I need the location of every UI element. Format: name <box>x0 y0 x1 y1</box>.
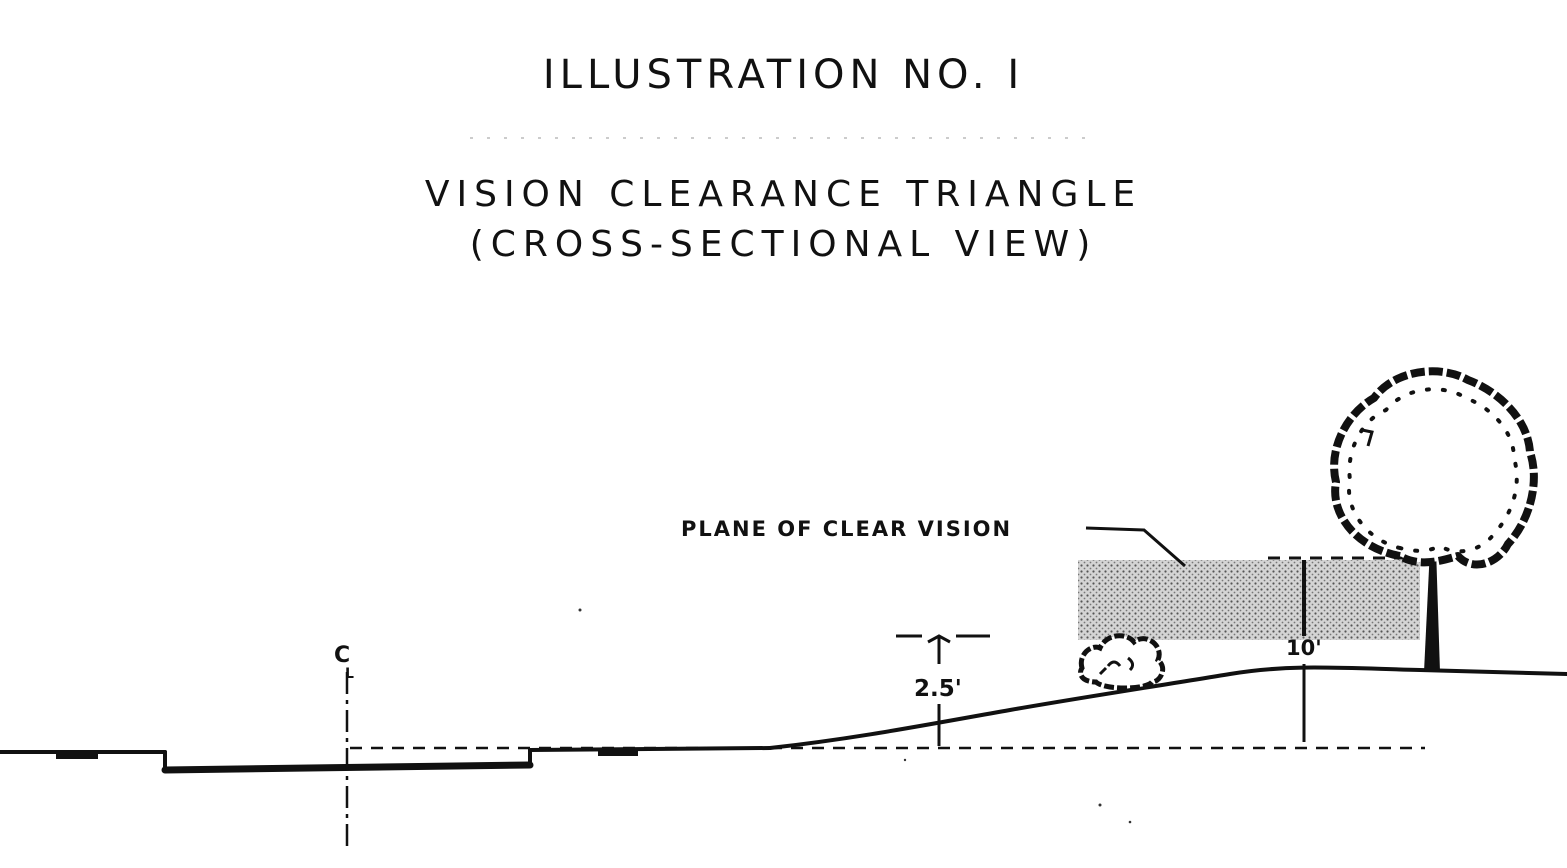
low-dimension-label: 2.5' <box>914 676 962 702</box>
subtitle-line-1: VISION CLEARANCE TRIANGLE <box>424 174 1143 215</box>
paper-specks <box>578 608 1132 824</box>
high-dimension-label: 10' <box>1286 636 1322 660</box>
illustration-title: ILLUSTRATION NO. I <box>542 52 1025 98</box>
low-dimension <box>896 634 990 746</box>
plane-leader-line <box>1085 526 1186 568</box>
tree-icon <box>1330 367 1538 672</box>
subtitle-line-2: (CROSS-SECTIONAL VIEW) <box>469 224 1098 265</box>
shrub-icon <box>1078 633 1166 691</box>
ground-slope <box>768 665 1567 750</box>
plane-label: PLANE OF CLEAR VISION <box>681 517 1012 541</box>
centerline-symbol: C <box>334 643 350 668</box>
plane-of-clear-vision <box>1078 560 1420 640</box>
road-surface <box>0 665 1567 774</box>
centerline-subscript: L <box>345 666 354 682</box>
diagram-subtitle: VISION CLEARANCE TRIANGLE (CROSS-SECTION… <box>0 170 1567 270</box>
